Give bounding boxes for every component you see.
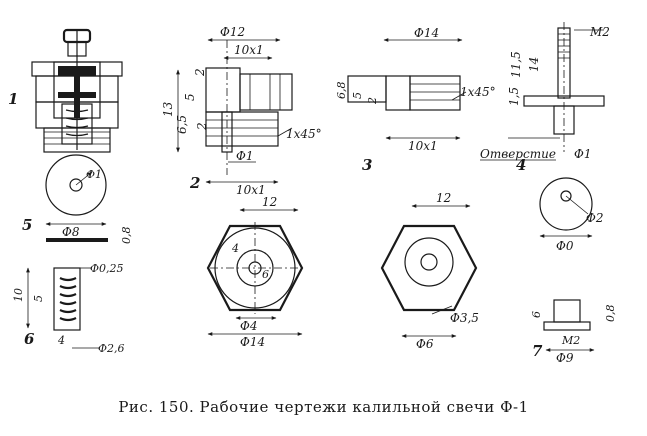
part2-h5: 5 <box>183 93 197 101</box>
part-6-spring: 6 Φ0,25 10 5 4 Φ2,6 <box>12 262 125 355</box>
hex2-d6: Φ6 <box>416 337 434 351</box>
part-number-6: 6 <box>24 330 35 348</box>
part4-m2: M2 <box>589 25 610 39</box>
part4-h14: 14 <box>527 57 541 72</box>
part4-h1-5: 1,5 <box>507 87 521 106</box>
part5-t0-8: 0,8 <box>120 227 133 245</box>
hex2-a12: 12 <box>436 191 451 205</box>
part3-thread: 10x1 <box>408 139 438 153</box>
part3-d14: Φ14 <box>414 26 439 40</box>
disc-d0: Φ0 <box>556 239 574 253</box>
part5-d1: Φ1 <box>86 168 102 181</box>
part-number-3: 3 <box>362 156 372 174</box>
part-number-2: 2 <box>189 174 200 192</box>
part5-d8: Φ8 <box>62 225 80 239</box>
part-number-4: 4 <box>516 156 526 174</box>
part2-h2b: 2 <box>195 122 209 131</box>
part7-t0-8: 0,8 <box>604 305 617 323</box>
part-number-7: 7 <box>532 342 543 360</box>
disc-d2: Φ2 <box>586 211 603 225</box>
part2-chamfer: 1x45° <box>286 127 322 141</box>
part6-w4: 4 <box>57 334 65 347</box>
part-number-1: 1 <box>8 90 18 108</box>
part6-h10: 10 <box>12 288 25 302</box>
part2-thread: 10x1 <box>234 43 264 57</box>
part3-h6-8: 6,8 <box>335 82 348 100</box>
part6-d0-25: Φ0,25 <box>90 262 124 275</box>
hex-view-2: 12 Φ3,5 Φ6 <box>380 191 479 351</box>
part2-h2: 2 <box>193 68 207 77</box>
part7-h6: 6 <box>530 311 543 318</box>
part2-d12: Φ12 <box>220 25 245 39</box>
part-1-assembly: 1 <box>8 28 123 153</box>
part2-d1: Φ1 <box>236 149 253 163</box>
hex2-d3-5: Φ3,5 <box>450 311 479 325</box>
part2-thread2: 10x1 <box>236 183 266 197</box>
part3-chamfer: 1x45° <box>460 85 496 99</box>
part7-d9: Φ9 <box>556 351 574 365</box>
hex1-d14: Φ14 <box>240 335 265 349</box>
part-2-body: 2 Φ12 10x1 13 5 2 6,5 2 1x45° Φ1 10x1 <box>161 25 322 197</box>
part4-d1: Φ1 <box>574 147 591 161</box>
part7-m2: M2 <box>561 334 580 347</box>
part-3-nut: 3 Φ14 6,8 5 2 1x45° 10x1 <box>335 26 496 174</box>
figure-caption: Рис. 150. Рабочие чертежи калильной свеч… <box>118 398 529 416</box>
hex1-c4: 4 <box>231 242 239 255</box>
part4-h11-5: 11,5 <box>509 51 523 78</box>
part-number-5: 5 <box>22 216 32 234</box>
hex-view-1: 12 4 6 Φ4 Φ14 <box>206 195 304 349</box>
part-4-pin: 4 M2 11,5 14 1,5 Отверстие Φ1 <box>480 22 610 174</box>
part3-h5: 5 <box>351 92 364 99</box>
part3-h2: 2 <box>366 97 379 105</box>
disc-view: Φ2 Φ0 <box>539 177 603 253</box>
part6-h5: 5 <box>32 295 45 302</box>
hex1-d4: Φ4 <box>240 319 257 333</box>
part2-h6-5: 6,5 <box>175 115 189 134</box>
part4-hole-label: Отверстие <box>480 147 556 161</box>
part-5-disc: 5 Φ1 Φ8 0,8 <box>22 154 133 245</box>
hex1-a12: 12 <box>262 195 277 209</box>
hex1-c6: 6 <box>262 268 269 281</box>
part-7-cap: 7 6 0,8 M2 Φ9 <box>530 299 617 365</box>
part2-h13: 13 <box>161 101 175 117</box>
part6-d2-6: Φ2,6 <box>98 342 125 355</box>
